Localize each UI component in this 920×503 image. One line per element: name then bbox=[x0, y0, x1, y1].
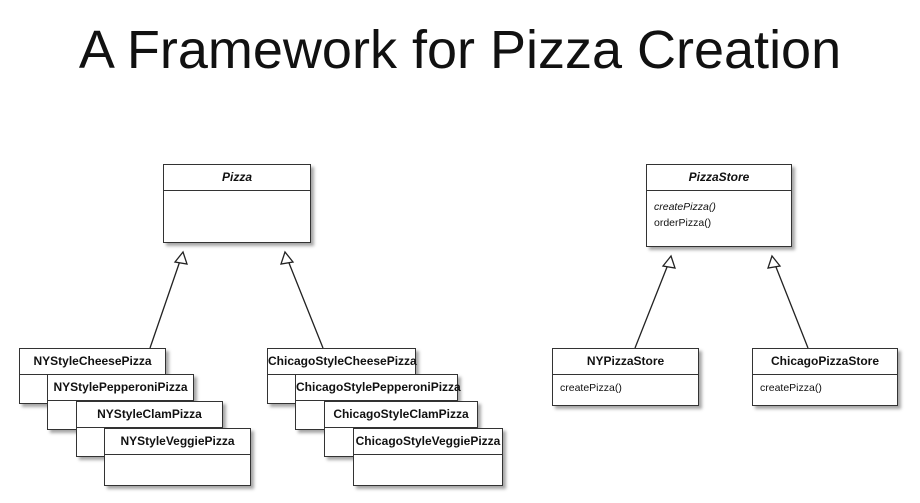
class-name: NYStylePepperoniPizza bbox=[48, 375, 193, 401]
arrow-line-chicago-to-pizza bbox=[286, 257, 324, 349]
class-name: NYStyleClamPizza bbox=[77, 402, 222, 428]
arrow-line-chicagostore-to-pizzastore bbox=[773, 261, 809, 349]
class-name: NYStyleCheesePizza bbox=[20, 349, 165, 375]
ny-veggie-pizza-class: NYStyleVeggiePizza bbox=[104, 428, 251, 486]
arrow-head-chicago-to-pizza bbox=[280, 250, 295, 265]
arrow-line-nystore-to-pizzastore bbox=[634, 261, 670, 349]
pizza-class: Pizza bbox=[163, 164, 311, 243]
pizzastore-method-order: orderPizza() bbox=[654, 217, 712, 229]
pizzastore-class: PizzaStore createPizza() orderPizza() bbox=[646, 164, 792, 247]
chicagopizzastore-class: ChicagoPizzaStore createPizza() bbox=[752, 348, 898, 406]
slide-title: A Framework for Pizza Creation bbox=[78, 20, 842, 80]
pizzastore-method-create: createPizza() bbox=[654, 201, 716, 213]
chicago-veggie-pizza-class: ChicagoStyleVeggiePizza bbox=[353, 428, 503, 486]
arrow-head-ny-to-pizza bbox=[173, 250, 188, 265]
class-name: ChicagoStyleVeggiePizza bbox=[354, 429, 502, 455]
pizzastore-class-name: PizzaStore bbox=[647, 165, 791, 191]
pizza-class-name: Pizza bbox=[164, 165, 310, 191]
class-name: NYStyleVeggiePizza bbox=[105, 429, 250, 455]
arrow-head-chicagostore-to-pizzastore bbox=[767, 254, 782, 269]
class-name: ChicagoStyleClamPizza bbox=[325, 402, 477, 428]
arrow-line-ny-to-pizza bbox=[149, 257, 182, 349]
chicagopizzastore-class-name: ChicagoPizzaStore bbox=[753, 349, 897, 375]
nypizzastore-class-name: NYPizzaStore bbox=[553, 349, 698, 375]
nypizzastore-method-create: createPizza() bbox=[560, 382, 622, 394]
chicagopizzastore-method-create: createPizza() bbox=[760, 382, 822, 394]
nypizzastore-class: NYPizzaStore createPizza() bbox=[552, 348, 699, 406]
arrow-head-nystore-to-pizzastore bbox=[661, 254, 676, 269]
class-name: ChicagoStyleCheesePizza bbox=[268, 349, 417, 375]
class-name: ChicagoStylePepperoniPizza bbox=[296, 375, 461, 401]
